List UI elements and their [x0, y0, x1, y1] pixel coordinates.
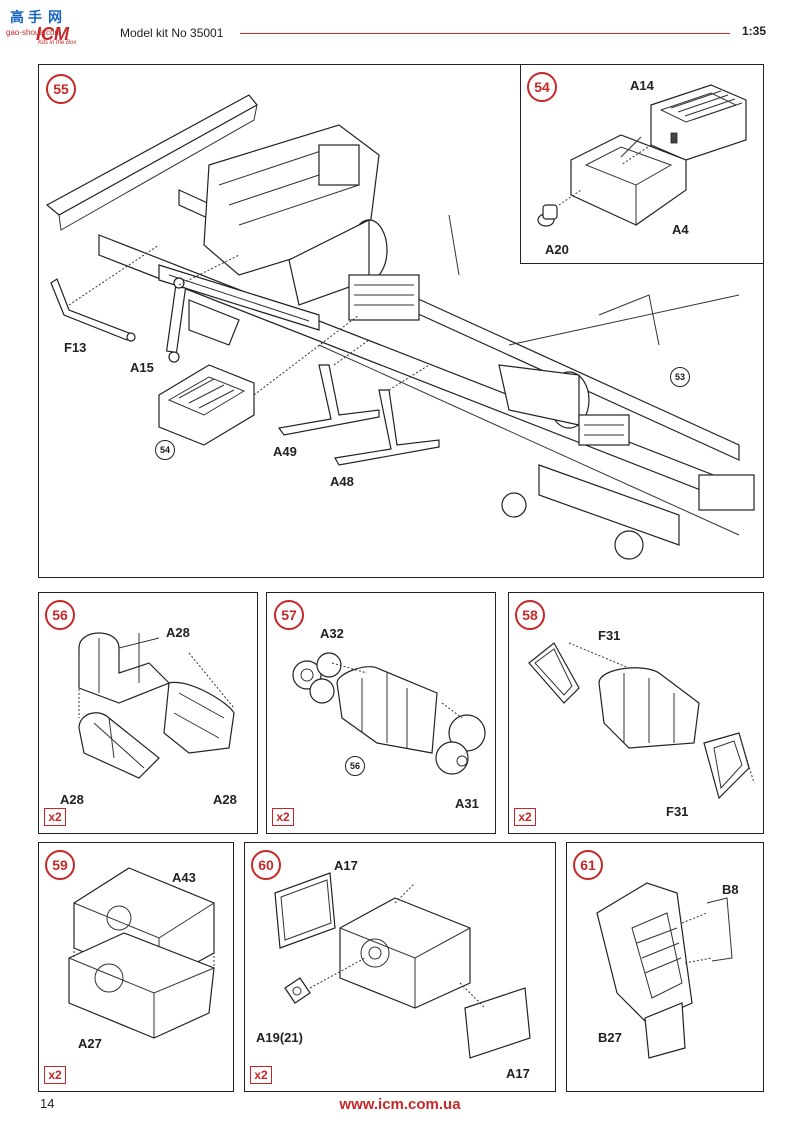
- step-61-badge: 61: [573, 850, 603, 880]
- svg-text:高: 高: [10, 9, 24, 25]
- quantity-x2-57: x2: [272, 808, 294, 826]
- part-label-a4: A4: [672, 222, 689, 237]
- part-label-a17-bottom: A17: [506, 1066, 530, 1081]
- step-56-drawing: [78, 632, 235, 779]
- part-label-a49: A49: [273, 444, 297, 459]
- part-label-a43: A43: [172, 870, 196, 885]
- step-55-badge: 55: [46, 74, 76, 104]
- svg-text:网: 网: [48, 9, 62, 25]
- svg-text:手: 手: [28, 9, 42, 25]
- model-number: Model kit No 35001: [120, 26, 224, 40]
- step-61-panel: [566, 842, 764, 1092]
- step-54-drawing: [537, 84, 747, 227]
- ref-step-56: 56: [345, 756, 365, 776]
- part-label-a28-left: A28: [60, 792, 84, 807]
- step-57-panel: [266, 592, 496, 834]
- part-label-a14: A14: [630, 78, 654, 93]
- ref-step-54: 54: [155, 440, 175, 460]
- step-60-panel: [244, 842, 556, 1092]
- step-59-drawing: [68, 867, 215, 1039]
- part-label-f31-bottom: F31: [666, 804, 689, 819]
- part-label-f13: F13: [64, 340, 87, 355]
- logo-tagline: gao-shoua.com: [6, 28, 62, 37]
- part-label-a27: A27: [78, 1036, 102, 1051]
- step-58-drawing: [528, 642, 755, 800]
- part-label-a20: A20: [545, 242, 569, 257]
- step-60-drawing: [274, 872, 531, 1059]
- step-57-drawing: [292, 652, 486, 775]
- quantity-x2-59: x2: [44, 1066, 66, 1084]
- step-55-drawing: [45, 94, 755, 560]
- quantity-x2-60: x2: [250, 1066, 272, 1084]
- part-label-a19-21: A19(21): [256, 1030, 303, 1045]
- part-label-f31-top: F31: [598, 628, 621, 643]
- step-61-drawing: [596, 882, 733, 1059]
- part-label-a28-right: A28: [213, 792, 237, 807]
- website-link[interactable]: www.icm.com.ua: [339, 1096, 461, 1113]
- quantity-x2-56: x2: [44, 808, 66, 826]
- scale-label: 1:35: [741, 24, 766, 38]
- step-59-badge: 59: [45, 850, 75, 880]
- part-label-a31: A31: [455, 796, 479, 811]
- logo-slogan: Kits in the Box: [38, 40, 77, 46]
- svg-text:ICM: ICM: [36, 24, 70, 44]
- step-58-panel: [508, 592, 764, 834]
- page-number: 14: [40, 1096, 55, 1111]
- part-label-a15: A15: [130, 360, 154, 375]
- step-54-panel: [520, 64, 764, 264]
- step-54-badge: 54: [527, 72, 557, 102]
- step-56-badge: 56: [45, 600, 75, 630]
- part-label-a48: A48: [330, 474, 354, 489]
- icm-logo: 高 手 网 ICM: [6, 4, 106, 50]
- part-label-a28-top: A28: [166, 625, 190, 640]
- step-57-badge: 57: [274, 600, 304, 630]
- quantity-x2-58: x2: [514, 808, 536, 826]
- part-label-a32: A32: [320, 626, 344, 641]
- step-60-badge: 60: [251, 850, 281, 880]
- step-58-badge: 58: [515, 600, 545, 630]
- step-56-panel: [38, 592, 258, 834]
- header-rule: [240, 33, 730, 34]
- part-label-a17-top: A17: [334, 858, 358, 873]
- part-label-b27: B27: [598, 1030, 622, 1045]
- part-label-b8: B8: [722, 882, 739, 897]
- ref-step-53: 53: [670, 367, 690, 387]
- step-59-panel: [38, 842, 234, 1092]
